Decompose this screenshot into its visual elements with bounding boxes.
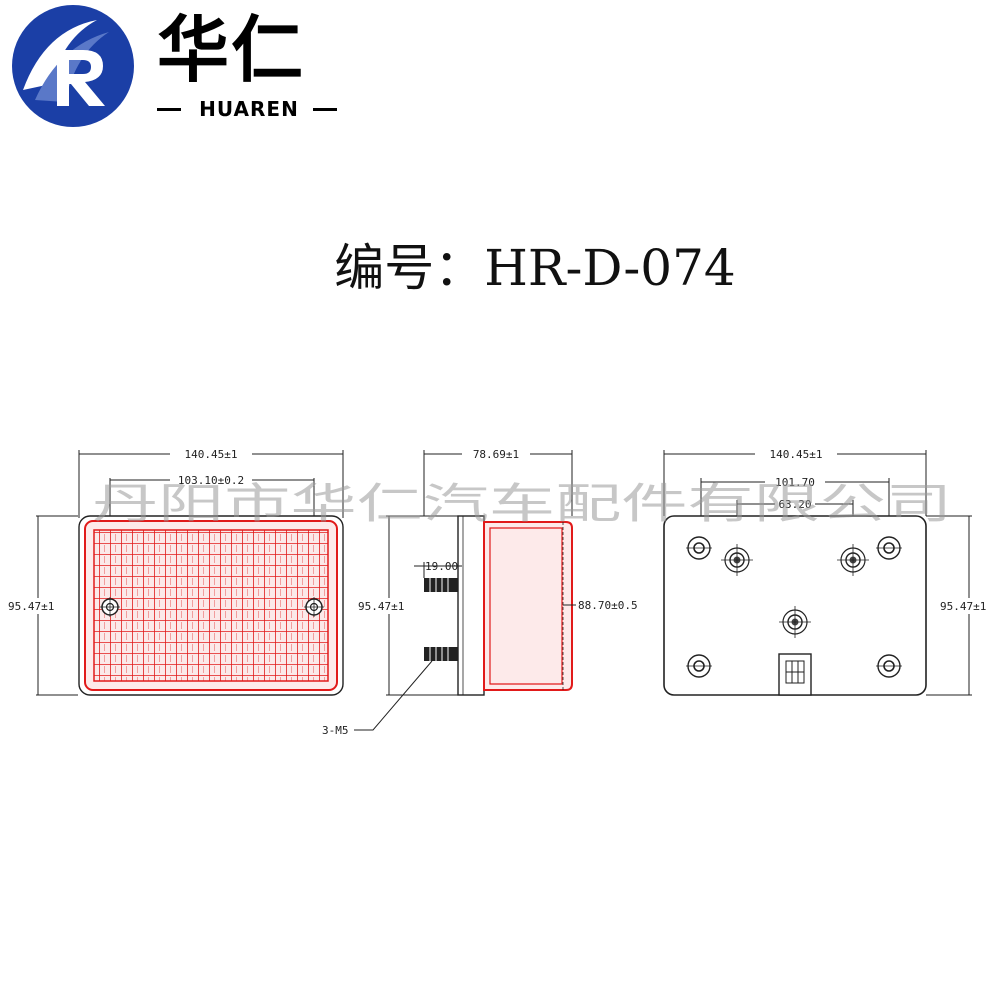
front-view: 140.45±1 103.10±0.2 95.47±1 <box>8 448 344 696</box>
company-watermark: 丹阳市华仁汽车配件有限公司 <box>92 479 952 528</box>
back-view: 140.45±1 101.70 63.20 95.47±1 <box>663 448 986 696</box>
back-hole-top-left-icon <box>686 536 712 560</box>
back-stud-center-icon <box>779 606 811 638</box>
brand-subtitle: HUAREN <box>199 97 299 121</box>
front-width-dim: 140.45±1 <box>185 448 238 461</box>
model-number-title: 编号：HR-D-074 <box>334 239 736 297</box>
front-hole-spacing-dim: 103.10±0.2 <box>178 474 244 487</box>
back-hole-bottom-right-icon <box>876 654 902 678</box>
connector-icon <box>778 653 812 696</box>
brand-subtitle-row: HUAREN <box>157 96 337 122</box>
back-stud-right-icon <box>837 544 869 576</box>
side-view: 78.69±1 95.47±1 19.00 88.70±0.5 <box>322 448 638 737</box>
back-stud-left-icon <box>721 544 753 576</box>
side-height-dim: 95.47±1 <box>358 600 404 613</box>
side-depth-dim: 78.69±1 <box>473 448 519 461</box>
back-hole-top-right-icon <box>876 536 902 560</box>
mounting-hole-left-icon <box>100 597 120 617</box>
screw-callout: 3-M5 <box>322 724 349 737</box>
mounting-hole-right-icon <box>304 597 324 617</box>
back-outer-spacing-dim: 101.70 <box>775 476 815 489</box>
back-inner-spacing-dim: 63.20 <box>778 498 811 511</box>
right-rule <box>313 108 337 111</box>
back-height-dim: 95.47±1 <box>940 600 986 613</box>
technical-drawing: 140.45±1 103.10±0.2 95.47±1 <box>8 448 986 737</box>
brand-name: 华仁 <box>157 8 306 92</box>
back-width-dim: 140.45±1 <box>770 448 823 461</box>
left-rule <box>157 108 181 111</box>
back-hole-bottom-left-icon <box>686 654 712 678</box>
stud-length-dim: 19.00 <box>425 560 458 573</box>
front-height-dim: 95.47±1 <box>8 600 54 613</box>
lens-height-dim: 88.70±0.5 <box>578 599 638 612</box>
brand-header: 华仁 HUAREN <box>5 2 345 132</box>
huaren-logo-icon <box>12 5 134 127</box>
